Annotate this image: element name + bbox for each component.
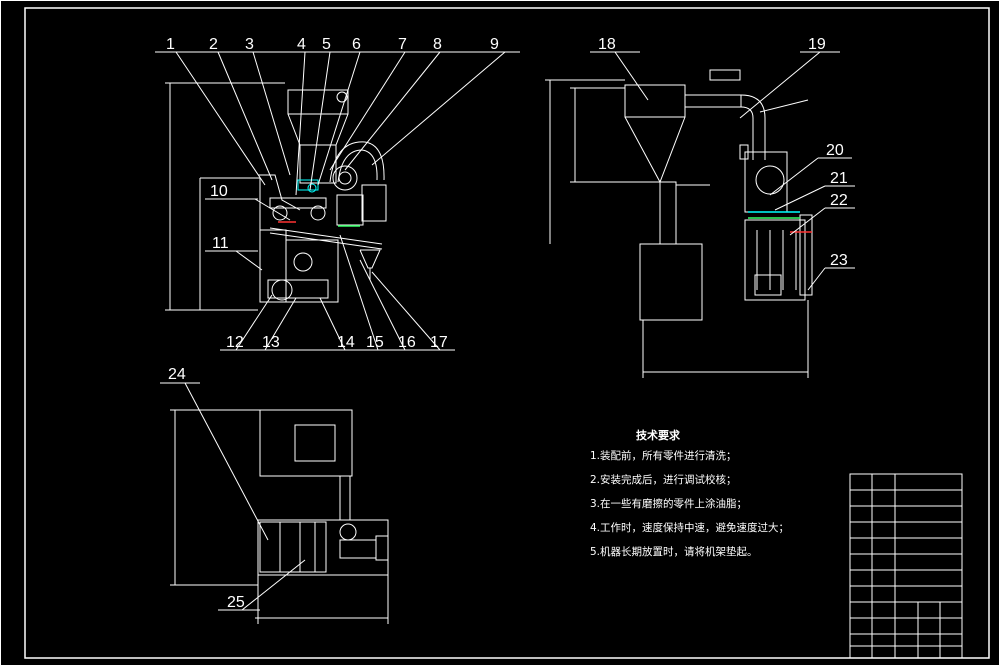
callout-underlines [155,51,520,351]
callout-21: 21 [830,170,848,187]
callout-2: 2 [209,36,218,53]
callout-18: 18 [598,36,616,53]
tech-requirements-title: 技术要求 [636,429,680,442]
tech-requirements-list: 1.装配前，所有零件进行清洗； 2.安装完成后，进行调试校核； 3.在一些有磨擦… [590,448,789,568]
front-view-highlights [297,179,319,193]
front-view-accents [278,221,360,227]
callout-23: 23 [830,252,848,269]
tech-requirement-item: 4.工作时，速度保持中速，避免速度过大； [590,522,790,534]
callout-19: 19 [808,36,826,53]
tech-requirement-item: 3.在一些有磨擦的零件上涂油脂； [590,498,748,510]
title-block [849,473,963,659]
callout-10: 10 [210,183,228,200]
callout-20: 20 [826,142,844,159]
callout-14: 14 [337,334,355,351]
tech-requirement-item: 5.机器长期放置时，请将机架垫起。 [590,546,758,558]
callout-15: 15 [366,334,384,351]
callout-17: 17 [430,334,448,351]
callout-3: 3 [245,36,254,53]
callout-22: 22 [830,192,848,209]
callout-25: 25 [227,594,245,611]
callout-8: 8 [433,36,442,53]
front-view [165,82,387,311]
top-view [170,409,389,624]
callout-6: 6 [352,36,361,53]
callout-5: 5 [322,36,331,53]
tech-requirement-item: 2.安装完成后，进行调试校核； [590,474,737,486]
callout-24: 24 [168,366,186,383]
side-view [545,69,813,378]
callout-16: 16 [398,334,416,351]
leader-lines-front [175,51,506,351]
callout-1: 1 [166,36,175,53]
callout-4: 4 [297,36,306,53]
tech-requirement-item: 1.装配前，所有零件进行清洗； [590,450,737,462]
callout-13: 13 [262,334,280,351]
callout-12: 12 [226,334,244,351]
leader-lines-top [160,382,306,611]
callout-9: 9 [490,36,499,53]
leader-lines-side [590,51,855,291]
callout-7: 7 [398,36,407,53]
callout-11: 11 [212,235,229,252]
